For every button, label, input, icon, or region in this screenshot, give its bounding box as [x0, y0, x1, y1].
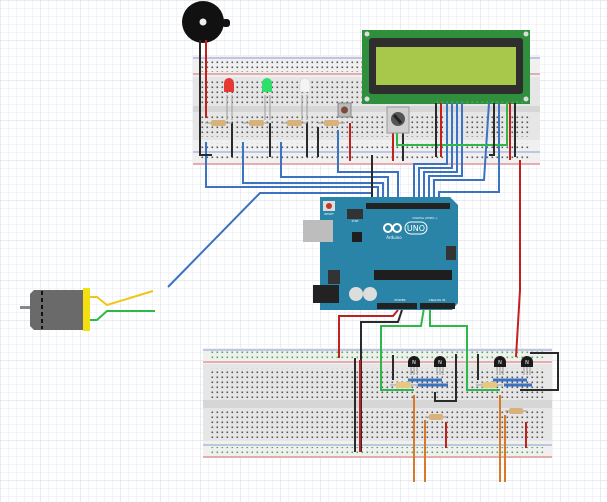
npn-transistors: N N N N — [408, 356, 533, 375]
piezo-buzzer — [182, 1, 230, 43]
orange-wires — [413, 395, 506, 482]
resistor — [205, 120, 232, 126]
reset-label: RESET — [324, 212, 334, 216]
power-label: POWER — [394, 298, 405, 302]
led-green — [262, 78, 272, 120]
analog-header — [420, 303, 455, 309]
resistor — [243, 120, 270, 126]
digital-label: DIGITAL (PWM~) — [413, 216, 438, 220]
transistor-label: N — [412, 360, 416, 366]
transistor: N — [521, 356, 533, 375]
power-wires — [199, 40, 559, 452]
transistor-jumpers — [408, 378, 532, 387]
atmega-chip — [374, 270, 452, 280]
potentiometer — [386, 106, 410, 134]
pushbutton — [337, 102, 352, 118]
uno-label: UNO — [407, 224, 425, 233]
lcd-16x2-display — [362, 30, 530, 104]
resistor — [318, 120, 345, 126]
arduino-wordmark: Arduino — [386, 235, 402, 240]
transistor: N — [408, 356, 420, 375]
resistor — [281, 120, 307, 126]
led-white — [299, 77, 311, 120]
resistors — [205, 120, 527, 420]
analog-label: ANALOG IN — [429, 298, 446, 302]
resistor — [425, 414, 447, 420]
arduino-uno: RESET ICSP DIGITAL (PWM~) UNO Arduino PO… — [303, 197, 458, 310]
transistor-label: N — [438, 360, 442, 366]
transistor-label: N — [525, 360, 529, 366]
motor-wire-yellow — [90, 290, 154, 307]
led-red — [224, 78, 234, 120]
icsp-label: ICSP — [352, 219, 359, 223]
motor-wire-green — [90, 310, 155, 321]
transistor-label: N — [498, 360, 502, 366]
resistor — [505, 408, 527, 414]
resistor — [476, 382, 503, 388]
arduino-logo: UNO Arduino — [383, 221, 428, 240]
transistor: N — [434, 356, 446, 375]
power-header — [377, 303, 417, 309]
digital-header — [366, 203, 450, 209]
resistor — [390, 382, 418, 388]
dc-motor — [20, 288, 155, 331]
blue-signal-wires — [167, 102, 500, 288]
transistor: N — [494, 356, 506, 375]
